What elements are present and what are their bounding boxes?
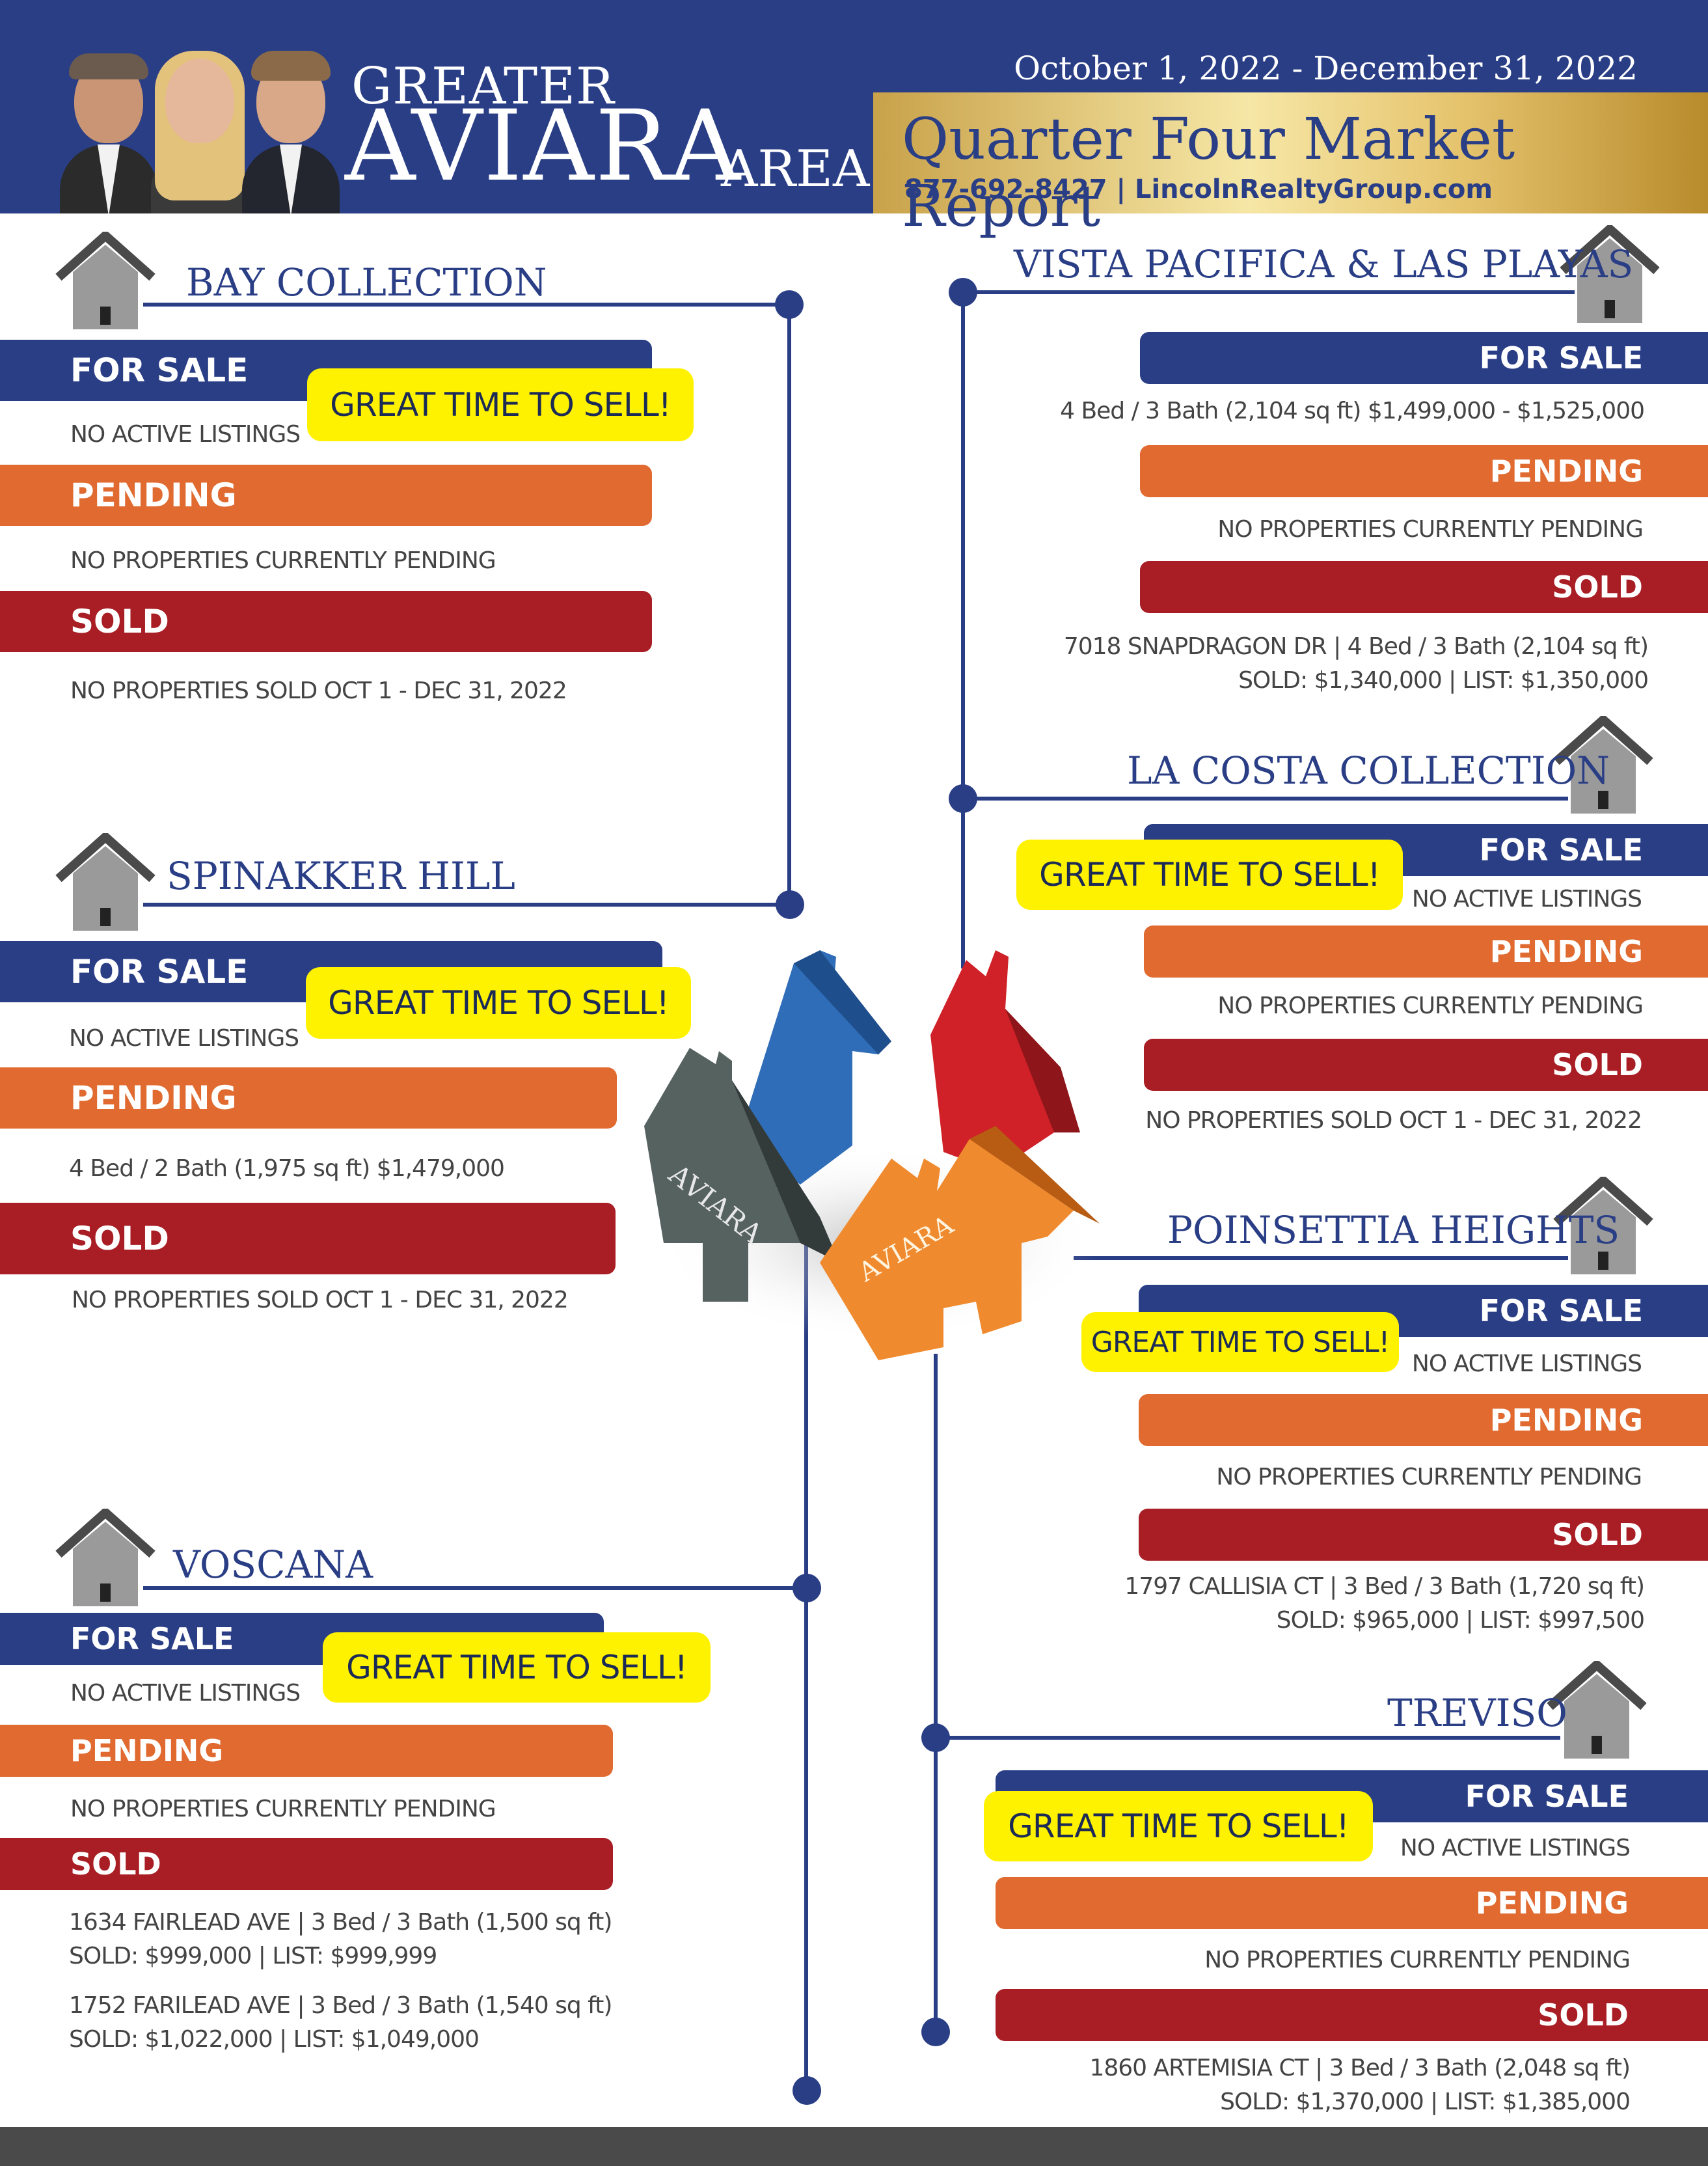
house-icon	[55, 833, 156, 931]
connector-dot	[921, 2018, 950, 2046]
connector-line	[963, 797, 1568, 801]
pending-bar: PENDING	[1144, 925, 1708, 978]
pending-bar: PENDING	[0, 1067, 617, 1129]
agent-photo	[60, 47, 157, 213]
section-name-voscana: VOSCANA	[173, 1542, 373, 1587]
contact-info[interactable]: 877-692-8427 | LincolnRealtyGroup.com	[904, 174, 1493, 204]
sold-bar: SOLD	[0, 1203, 616, 1274]
footer-bar	[0, 2127, 1708, 2166]
sold-text: SOLD: $1,370,000 | LIST: $1,385,000	[1220, 2089, 1631, 2115]
sold-bar: SOLD	[1144, 1039, 1708, 1091]
connector-line	[787, 305, 791, 909]
sold-bar: SOLD	[996, 1989, 1708, 2041]
section-name-spinakker: SPINAKKER HILL	[167, 854, 515, 898]
connector-dot	[949, 278, 977, 307]
section-name-treviso: TREVISO	[1387, 1691, 1567, 1735]
sold-text: SOLD: $1,022,000 | LIST: $1,049,000	[69, 2026, 480, 2053]
section-name-lacosta: LA COSTA COLLECTION	[1127, 748, 1610, 793]
house-icon	[55, 1509, 156, 1606]
for-sale-text: NO ACTIVE LISTINGS	[1400, 1835, 1631, 1861]
house-icon	[1547, 1661, 1647, 1759]
connector-line	[143, 903, 794, 907]
sold-text: NO PROPERTIES SOLD OCT 1 - DEC 31, 2022	[72, 1287, 569, 1313]
house-icon	[1560, 225, 1660, 323]
pending-bar: PENDING	[1140, 445, 1708, 497]
connector-dot	[793, 2076, 821, 2105]
for-sale-bar: FOR SALE	[1140, 332, 1708, 384]
connector-line	[963, 290, 1575, 294]
great-time-badge: GREAT TIME TO SELL!	[323, 1632, 711, 1703]
sold-bar: SOLD	[0, 591, 652, 652]
connector-line	[143, 1586, 809, 1590]
report-title: Quarter Four Market Report	[902, 105, 1515, 240]
pending-text: NO PROPERTIES CURRENTLY PENDING	[70, 1796, 496, 1822]
brand-aviara: AVIARA	[345, 90, 742, 203]
pending-bar: PENDING	[0, 1725, 613, 1777]
house-icon	[1553, 1177, 1653, 1274]
agent-photo	[242, 47, 340, 213]
pending-text: NO PROPERTIES CURRENTLY PENDING	[1217, 993, 1644, 1019]
connector-dot	[776, 890, 804, 919]
connector-dot	[775, 290, 804, 319]
connector-dot	[921, 1723, 950, 1752]
sold-bar: SOLD	[1139, 1509, 1708, 1561]
title-banner	[873, 92, 1708, 213]
for-sale-text: 4 Bed / 3 Bath (2,104 sq ft) $1,499,000 …	[1060, 398, 1645, 424]
sold-text: 1797 CALLISIA CT | 3 Bed / 3 Bath (1,720…	[1124, 1573, 1645, 1600]
great-time-badge: GREAT TIME TO SELL!	[307, 368, 694, 441]
for-sale-text: NO ACTIVE LISTINGS	[1411, 1350, 1642, 1377]
report-header: GREATER AVIARA AREA October 1, 2022 - De…	[0, 0, 1708, 240]
section-name-bay: BAY COLLECTION	[186, 260, 547, 305]
great-time-badge: GREAT TIME TO SELL!	[306, 967, 691, 1039]
pending-bar: PENDING	[1139, 1394, 1708, 1446]
section-name-vista: VISTA PACIFICA & LAS PLAYAS	[1014, 242, 1634, 286]
sold-text: 1634 FAIRLEAD AVE | 3 Bed / 3 Bath (1,50…	[69, 1909, 612, 1936]
for-sale-text: NO ACTIVE LISTINGS	[70, 421, 301, 448]
pending-text: NO PROPERTIES CURRENTLY PENDING	[1217, 516, 1644, 543]
brand-area: AREA	[721, 140, 870, 199]
pending-text: NO PROPERTIES CURRENTLY PENDING	[1204, 1947, 1631, 1973]
house-icon	[1553, 716, 1653, 814]
sold-bar: SOLD	[0, 1838, 613, 1890]
house-icon	[55, 232, 156, 329]
connector-line	[936, 1736, 1560, 1740]
connector-dot	[949, 784, 977, 813]
section-name-poinsettia: POINSETTIA HEIGHTS	[1167, 1208, 1620, 1252]
sold-text: NO PROPERTIES SOLD OCT 1 - DEC 31, 2022	[70, 678, 567, 704]
sold-text: SOLD: $1,340,000 | LIST: $1,350,000	[1238, 667, 1649, 694]
pending-text: 4 Bed / 2 Bath (1,975 sq ft) $1,479,000	[69, 1155, 505, 1182]
connector-line	[961, 292, 965, 968]
for-sale-text: NO ACTIVE LISTINGS	[1411, 886, 1642, 912]
pending-bar: PENDING	[996, 1877, 1708, 1929]
great-time-badge: GREAT TIME TO SELL!	[1081, 1312, 1399, 1372]
sold-text: 1752 FARILEAD AVE | 3 Bed / 3 Bath (1,54…	[69, 1992, 612, 2019]
sold-text: 1860 ARTEMISIA CT | 3 Bed / 3 Bath (2,04…	[1089, 2055, 1631, 2081]
connector-line	[934, 1354, 938, 2035]
sold-text: SOLD: $999,000 | LIST: $999,999	[69, 1943, 437, 1969]
aviara-houses-graphic: AVIARA AVIARA	[644, 950, 1100, 1360]
great-time-badge: GREAT TIME TO SELL!	[984, 1791, 1373, 1861]
sold-text: NO PROPERTIES SOLD OCT 1 - DEC 31, 2022	[1145, 1107, 1642, 1134]
connector-line	[1074, 1256, 1568, 1260]
sold-bar: SOLD	[1140, 561, 1708, 613]
pending-bar: PENDING	[0, 465, 652, 526]
connector-dot	[793, 1574, 821, 1602]
brand-greater: GREATER	[351, 57, 615, 116]
pending-text: NO PROPERTIES CURRENTLY PENDING	[70, 547, 496, 574]
connector-line	[143, 303, 789, 307]
for-sale-text: NO ACTIVE LISTINGS	[69, 1025, 299, 1052]
pending-text: NO PROPERTIES CURRENTLY PENDING	[1216, 1464, 1642, 1490]
connector-line	[804, 1224, 808, 2096]
date-range: October 1, 2022 - December 31, 2022	[1014, 49, 1638, 87]
for-sale-text: NO ACTIVE LISTINGS	[70, 1680, 301, 1707]
great-time-badge: GREAT TIME TO SELL!	[1016, 840, 1403, 910]
sold-text: SOLD: $965,000 | LIST: $997,500	[1276, 1607, 1645, 1634]
sold-text: 7018 SNAPDRAGON DR | 4 Bed / 3 Bath (2,1…	[1063, 633, 1649, 660]
agent-photo	[151, 47, 249, 213]
